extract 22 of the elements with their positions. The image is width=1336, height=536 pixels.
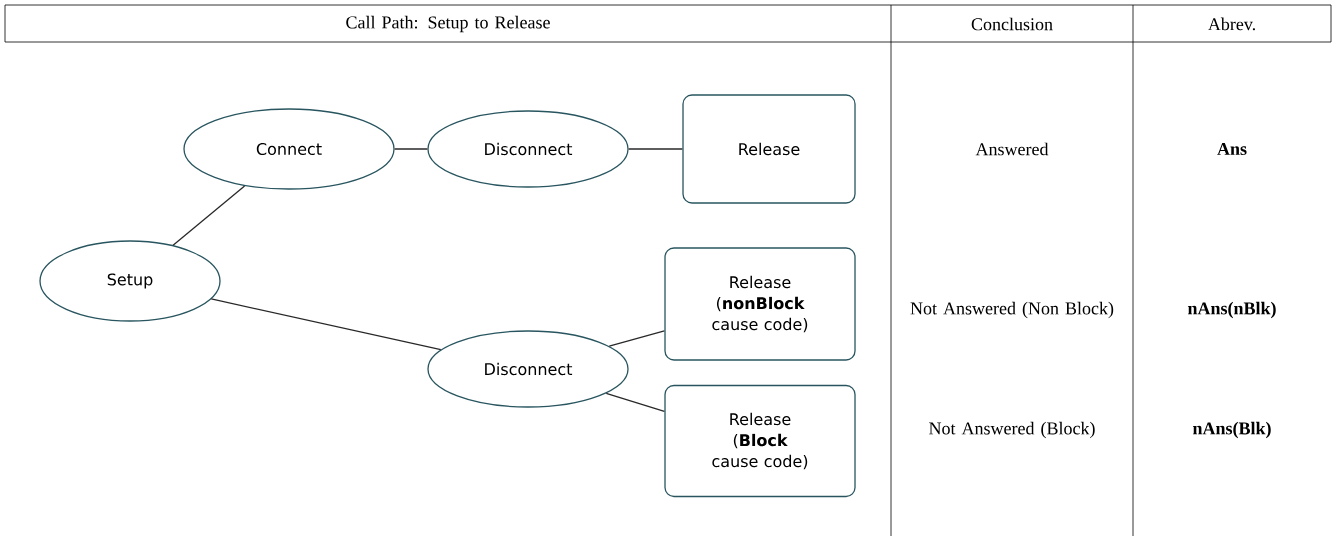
rounded-box: Release [682, 94, 856, 204]
connector-line [605, 392, 665, 412]
connector-line [628, 148, 683, 150]
rounded-box: Release (nonBlock cause code) [664, 247, 856, 361]
conclusion-text: Not Answered (Non Block) [910, 301, 1114, 319]
connector-line [394, 148, 428, 150]
column-header: Conclusion [971, 17, 1053, 31]
connector-line [608, 330, 665, 347]
conclusion-text: Answered [975, 142, 1049, 156]
abbreviation-text: nAns(Blk) [1193, 421, 1271, 439]
ellipse-node: Setup [39, 240, 221, 322]
ellipse-node: Connect [183, 108, 395, 190]
column-header: Abrev. [1208, 17, 1255, 31]
column-header: Call Path: Setup to Release [346, 15, 550, 33]
conclusion-text: Not Answered (Block) [929, 421, 1095, 439]
connector-line [210, 298, 442, 351]
ellipse-node: Disconnect [427, 330, 629, 408]
abbreviation-text: nAns(nBlk) [1188, 301, 1276, 319]
connector-line [172, 185, 246, 246]
ellipse-node: Disconnect [427, 110, 629, 188]
rounded-box: Release (Block cause code) [664, 384, 856, 498]
abbreviation-text: Ans [1217, 142, 1247, 156]
